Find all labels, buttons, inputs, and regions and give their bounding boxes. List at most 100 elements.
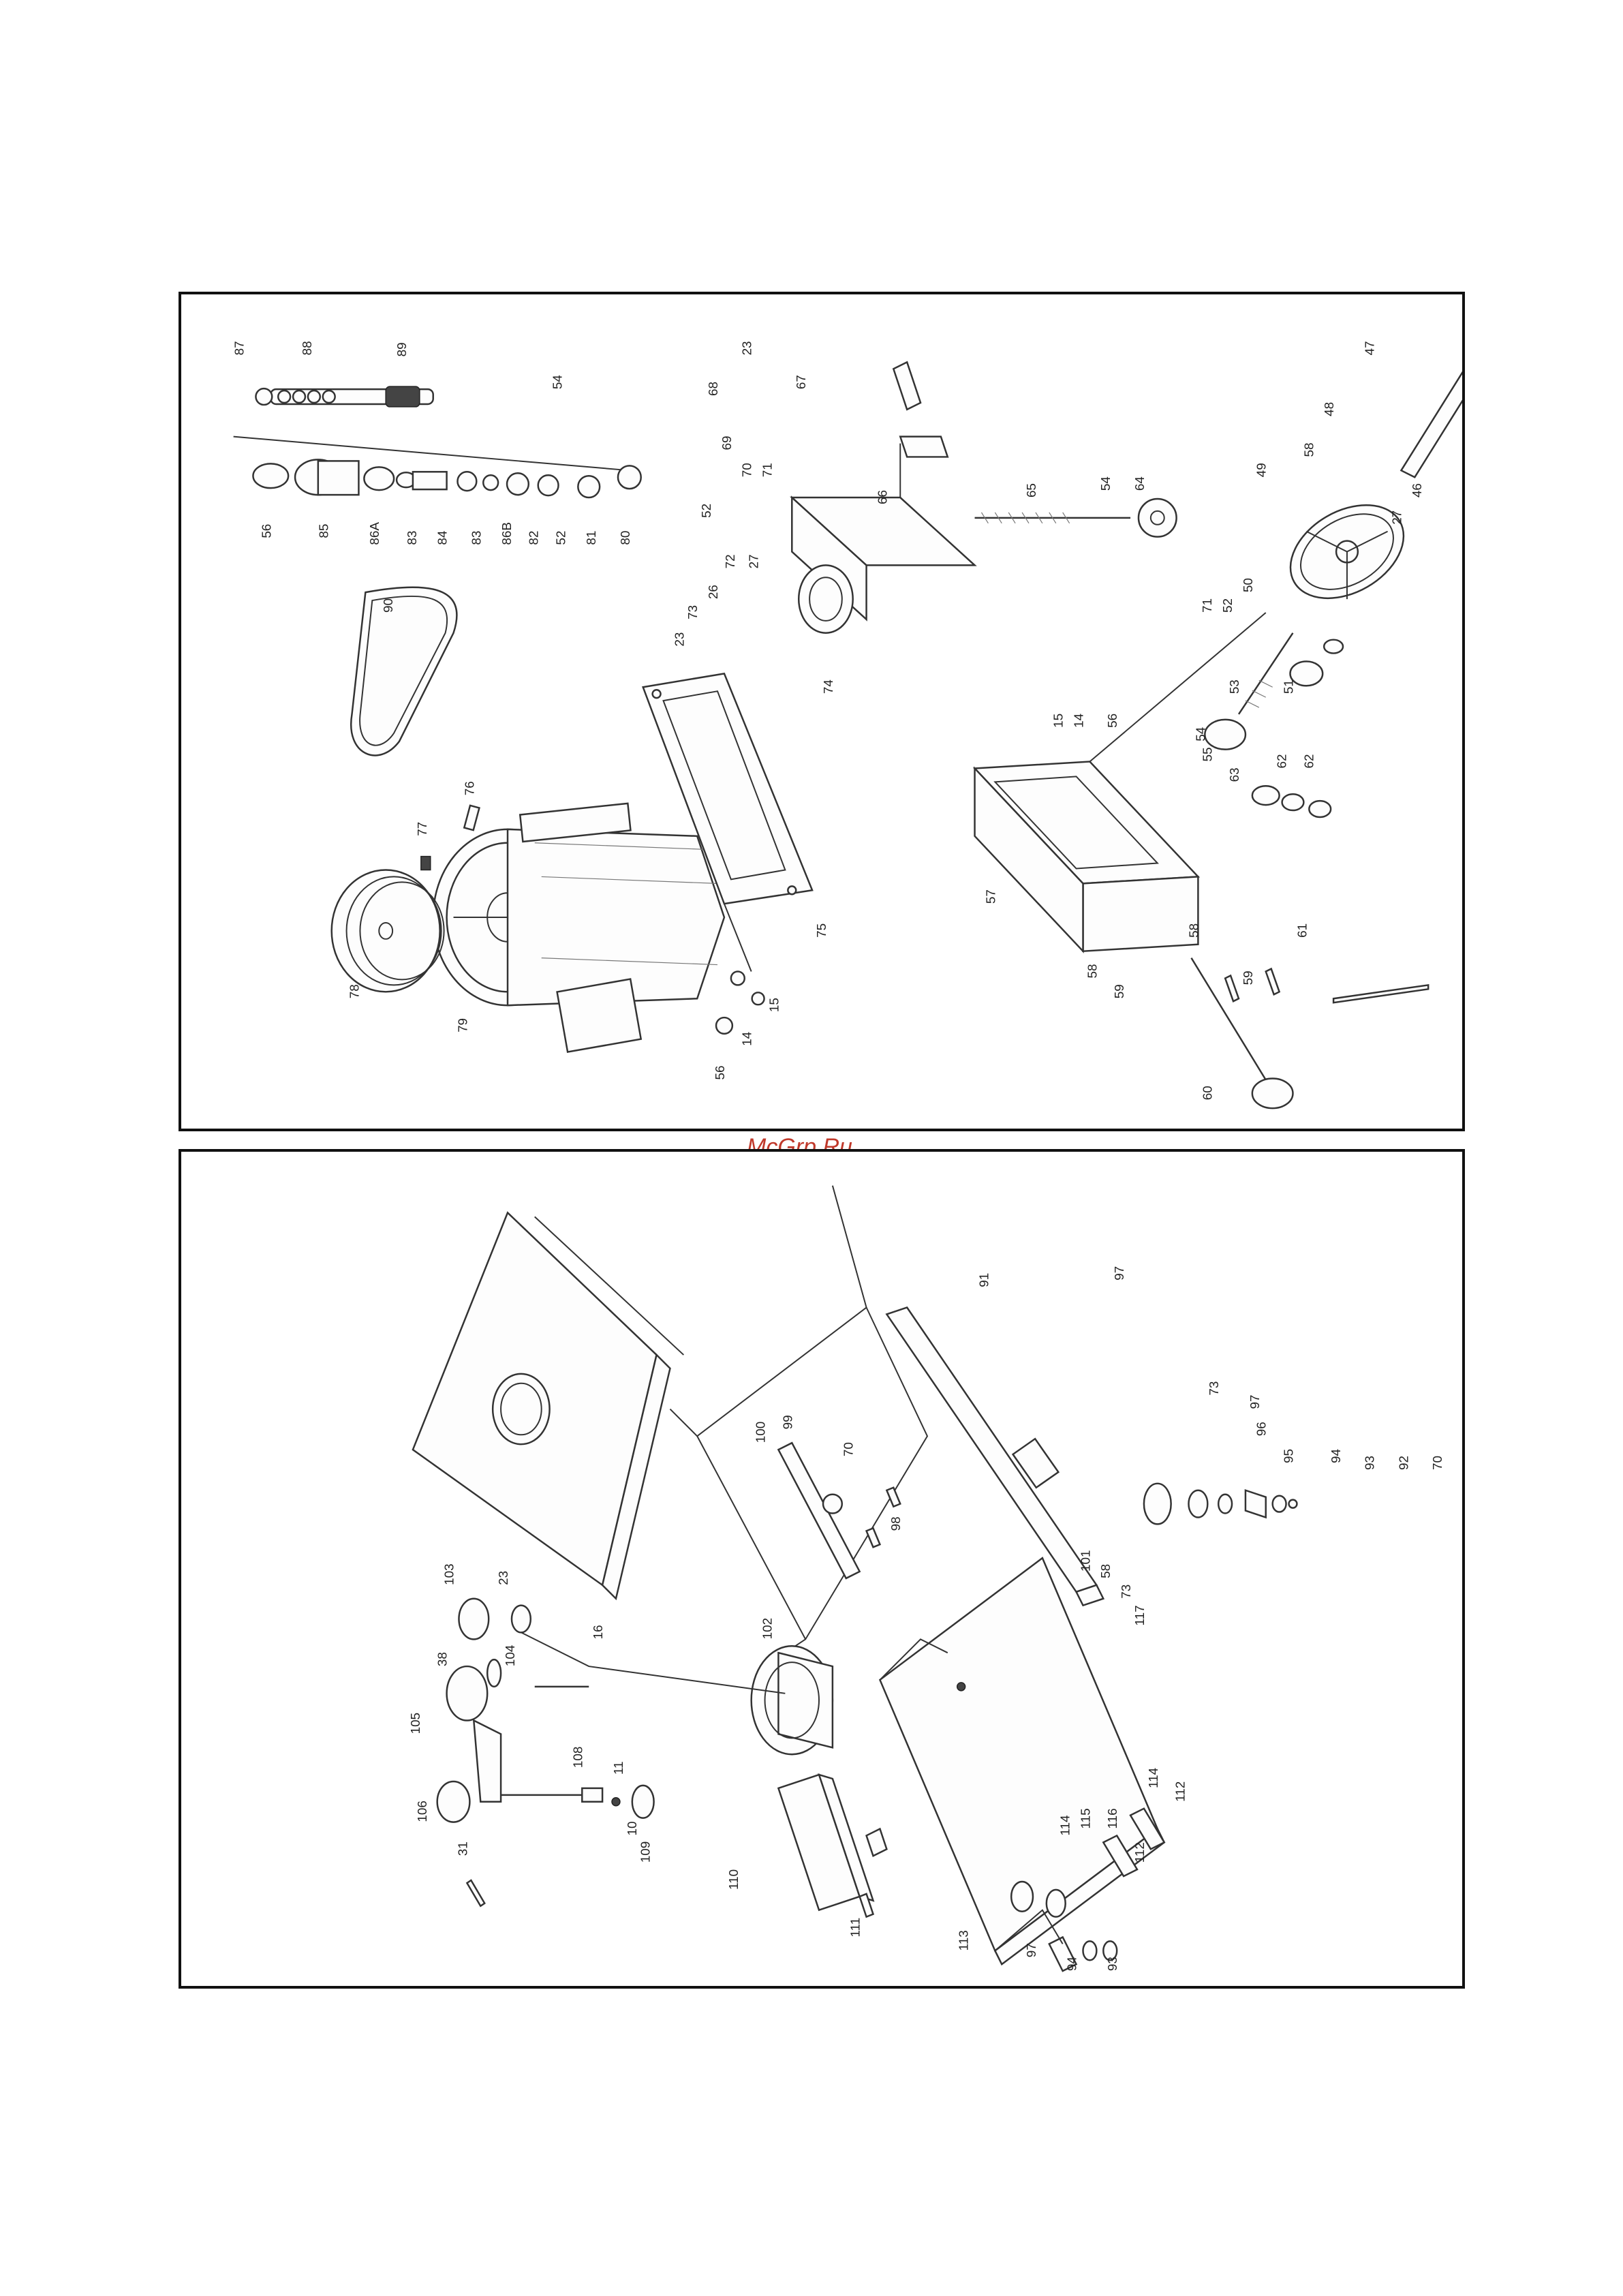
callout-labels-top: 87 88 89 54 56 85 86A 83 84 83 86B 82 52… bbox=[232, 341, 1425, 1100]
callout: 64 bbox=[1132, 476, 1147, 491]
callout: 89 bbox=[395, 342, 409, 356]
callout: 80 bbox=[618, 531, 632, 545]
callout-labels-bottom: 91 97 73 97 96 117 95 94 93 92 70 91 58 … bbox=[408, 1266, 1444, 1971]
callout: 56 bbox=[259, 524, 273, 538]
callout: 112 bbox=[1132, 1842, 1147, 1863]
callout: 75 bbox=[814, 923, 829, 938]
callout: 93 bbox=[1363, 1456, 1377, 1470]
callout: 52 bbox=[553, 531, 568, 545]
callout: 112 bbox=[1173, 1781, 1188, 1802]
callout: 85 bbox=[317, 524, 331, 538]
callout: 38 bbox=[435, 1652, 450, 1666]
callout: 92 bbox=[1396, 1456, 1410, 1470]
column-bracket bbox=[790, 361, 977, 634]
callout: 78 bbox=[347, 984, 361, 998]
callout: 87 bbox=[232, 341, 247, 355]
callout: 73 bbox=[685, 605, 700, 619]
callout: 116 bbox=[1105, 1808, 1119, 1828]
callout: 14 bbox=[740, 1032, 754, 1046]
callout: 111 bbox=[848, 1918, 863, 1938]
callout: 53 bbox=[1227, 679, 1241, 694]
callout: 47 bbox=[1363, 341, 1377, 355]
callout: 91 bbox=[976, 1273, 991, 1287]
callout: 76 bbox=[462, 781, 476, 795]
callout: 102 bbox=[760, 1618, 774, 1639]
callout: 59 bbox=[1112, 984, 1126, 998]
callout: 77 bbox=[415, 822, 429, 836]
callout: 84 bbox=[435, 531, 450, 545]
callout: 98 bbox=[888, 1516, 903, 1531]
callout: 105 bbox=[408, 1713, 422, 1734]
callout: 52 bbox=[1220, 598, 1235, 613]
callout: 97 bbox=[1112, 1266, 1126, 1281]
callout: 71 bbox=[760, 463, 774, 477]
callout: 62 bbox=[1275, 754, 1289, 768]
callout: 58 bbox=[1085, 964, 1099, 978]
lead-screw bbox=[974, 498, 1177, 538]
exploded-view-bottom-panel: 91 97 73 97 96 117 95 94 93 92 70 91 58 … bbox=[179, 1149, 1465, 1989]
fence-lock-assembly bbox=[1143, 1482, 1298, 1525]
callout: 109 bbox=[638, 1841, 653, 1863]
callout: 52 bbox=[699, 504, 713, 518]
callout: 100 bbox=[754, 1422, 768, 1443]
callout: 103 bbox=[442, 1563, 457, 1585]
motor-pulley bbox=[330, 804, 480, 993]
callout: 50 bbox=[1241, 578, 1255, 592]
callout: 58 bbox=[1098, 1564, 1113, 1578]
motor-mount-plate bbox=[642, 672, 814, 1035]
work-table bbox=[412, 1211, 685, 1601]
callout: 56 bbox=[713, 1065, 727, 1080]
callout: 114 bbox=[1058, 1815, 1072, 1835]
tilt-lever bbox=[436, 1658, 655, 1908]
callout: 51 bbox=[1281, 679, 1295, 694]
callout: 88 bbox=[300, 341, 314, 355]
callout: 26 bbox=[706, 585, 720, 599]
handwheel bbox=[1289, 371, 1462, 600]
fence-rail bbox=[885, 1306, 1105, 1607]
exploded-view-top-panel: 87 88 89 54 56 85 86A 83 84 83 86B 82 52… bbox=[179, 292, 1465, 1131]
callout: 117 bbox=[1132, 1605, 1147, 1625]
callout: 70 bbox=[1430, 1456, 1444, 1470]
callout: 113 bbox=[957, 1930, 971, 1950]
callout: 94 bbox=[1065, 1957, 1079, 1971]
callout: 69 bbox=[720, 436, 734, 450]
callout: 49 bbox=[1254, 463, 1269, 477]
callout: 15 bbox=[767, 998, 781, 1012]
table-support-bracket bbox=[972, 612, 1267, 953]
callout: 81 bbox=[584, 531, 598, 545]
assembly-outline bbox=[669, 1185, 929, 1667]
tilt-lock-knob bbox=[458, 1597, 786, 1694]
electric-motor bbox=[432, 802, 726, 1054]
callout: 110 bbox=[726, 1869, 741, 1890]
callout: 14 bbox=[1071, 714, 1085, 728]
callout: 27 bbox=[1389, 510, 1404, 525]
callout: 83 bbox=[405, 531, 419, 545]
callout: 56 bbox=[1105, 714, 1119, 728]
callout: 108 bbox=[570, 1747, 585, 1768]
callout: 114 bbox=[1146, 1768, 1160, 1788]
callout: 71 bbox=[1200, 598, 1214, 613]
callout: 48 bbox=[1322, 402, 1336, 416]
callout: 70 bbox=[841, 1442, 856, 1456]
callout: 68 bbox=[706, 382, 720, 396]
callout: 63 bbox=[1227, 767, 1241, 782]
callout: 27 bbox=[747, 554, 761, 568]
callout: 101 bbox=[1078, 1550, 1092, 1572]
fence-bar bbox=[777, 1441, 901, 1580]
callout: 55 bbox=[1200, 748, 1214, 762]
callout: 23 bbox=[672, 632, 686, 647]
callout: 83 bbox=[469, 531, 483, 545]
tilt-bracket bbox=[750, 1645, 834, 1756]
callout: 74 bbox=[821, 679, 835, 694]
table-fittings bbox=[994, 1807, 1166, 1972]
callout: 10 bbox=[625, 1821, 639, 1835]
callout: 16 bbox=[591, 1625, 605, 1639]
callout: 115 bbox=[1078, 1808, 1092, 1828]
worm-shaft bbox=[1204, 632, 1344, 818]
callout: 73 bbox=[1207, 1381, 1221, 1396]
callout: 94 bbox=[1329, 1449, 1343, 1463]
spindle-assembly bbox=[233, 386, 642, 499]
callout: 59 bbox=[1241, 970, 1255, 985]
callout: 23 bbox=[740, 341, 754, 355]
drive-belt bbox=[350, 586, 458, 756]
